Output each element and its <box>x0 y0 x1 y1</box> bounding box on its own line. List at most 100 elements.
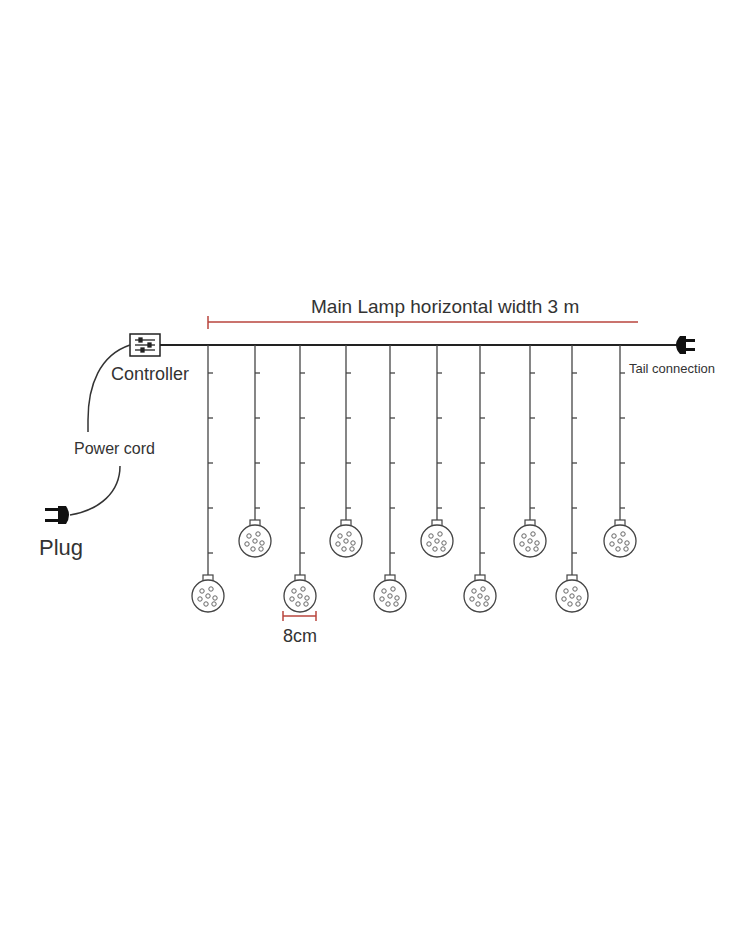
led-dot <box>209 587 213 591</box>
led-dot <box>438 532 442 536</box>
led-dot <box>259 547 263 551</box>
led-tick <box>300 372 305 373</box>
led-dot <box>472 589 476 593</box>
led-tick <box>480 462 485 463</box>
led-dot <box>256 532 260 536</box>
led-dot <box>336 542 340 546</box>
ball-lamp-strand <box>284 345 316 612</box>
led-dot <box>301 587 305 591</box>
led-tick <box>530 372 535 373</box>
dimension-label: Main Lamp horizontal width 3 m <box>307 296 583 318</box>
part-label: Tail connection <box>629 362 715 377</box>
led-dot <box>298 594 302 598</box>
led-tick <box>390 552 395 553</box>
led-dot <box>347 532 351 536</box>
strand-wire <box>299 345 300 576</box>
ball-lamp-strand <box>604 345 636 557</box>
ball-lamp-strand <box>421 345 453 557</box>
led-dot <box>290 597 294 601</box>
controller-switch-marks <box>135 338 155 352</box>
controller-box <box>130 334 160 356</box>
led-dot <box>484 602 488 606</box>
led-dot <box>351 541 355 545</box>
led-dot <box>625 541 629 545</box>
strand-wire <box>207 345 208 576</box>
led-tick <box>208 462 213 463</box>
led-dot <box>391 587 395 591</box>
node-text: Controller <box>111 364 189 385</box>
led-tick <box>255 372 260 373</box>
led-dot <box>470 597 474 601</box>
ball-lamp-strand <box>374 345 406 612</box>
part-label: Plug <box>39 535 83 560</box>
led-tick <box>530 417 535 418</box>
led-tick <box>437 372 442 373</box>
led-dot <box>442 541 446 545</box>
led-dot <box>573 587 577 591</box>
led-dot <box>522 534 526 538</box>
led-tick <box>480 507 485 508</box>
led-dot <box>245 542 249 546</box>
led-dot <box>562 597 566 601</box>
ball-lamp <box>374 580 406 612</box>
led-dot <box>380 597 384 601</box>
led-dot <box>441 547 445 551</box>
led-tick <box>346 462 351 463</box>
led-dot <box>435 539 439 543</box>
led-dot <box>296 602 300 606</box>
led-tick <box>300 552 305 553</box>
led-tick <box>255 462 260 463</box>
main-wire <box>160 344 680 346</box>
led-tick <box>208 507 213 508</box>
led-tick <box>620 417 625 418</box>
led-tick <box>255 507 260 508</box>
ball-lamp <box>556 580 588 612</box>
led-tick <box>620 507 625 508</box>
ball-lamp-strand <box>239 345 271 557</box>
led-tick <box>208 552 213 553</box>
ball-lamp <box>514 525 546 557</box>
led-dot <box>204 602 208 606</box>
led-dot <box>251 547 255 551</box>
led-dot <box>292 589 296 593</box>
ball-lamp-strand <box>556 345 588 612</box>
led-dot <box>621 532 625 536</box>
ball-lamp-strand <box>464 345 496 612</box>
width-dimension <box>208 316 638 329</box>
led-dot <box>198 597 202 601</box>
led-dot <box>618 539 622 543</box>
led-dot <box>476 602 480 606</box>
strand-wire <box>529 345 530 521</box>
led-tick <box>390 417 395 418</box>
strand-wire <box>436 345 437 521</box>
led-dot <box>260 541 264 545</box>
led-tick <box>480 372 485 373</box>
led-dot <box>305 596 309 600</box>
led-dot <box>344 539 348 543</box>
led-tick <box>572 552 577 553</box>
led-dot <box>382 589 386 593</box>
led-dot <box>568 602 572 606</box>
led-dot <box>478 594 482 598</box>
led-tick <box>300 417 305 418</box>
ball-lamp <box>192 580 224 612</box>
led-dot <box>577 596 581 600</box>
led-dot <box>342 547 346 551</box>
led-tick <box>530 462 535 463</box>
led-tick <box>300 462 305 463</box>
led-tick <box>390 507 395 508</box>
led-tick <box>620 462 625 463</box>
led-dot <box>212 602 216 606</box>
led-dot <box>200 589 204 593</box>
led-dot <box>394 602 398 606</box>
plug-symbol <box>45 506 69 524</box>
led-tick <box>208 417 213 418</box>
controller-label-node: Controller <box>111 364 189 385</box>
led-dot <box>433 547 437 551</box>
ball-lamp-strand <box>192 345 224 612</box>
led-tick <box>480 552 485 553</box>
led-dot <box>427 542 431 546</box>
led-dot <box>564 589 568 593</box>
led-tick <box>480 417 485 418</box>
